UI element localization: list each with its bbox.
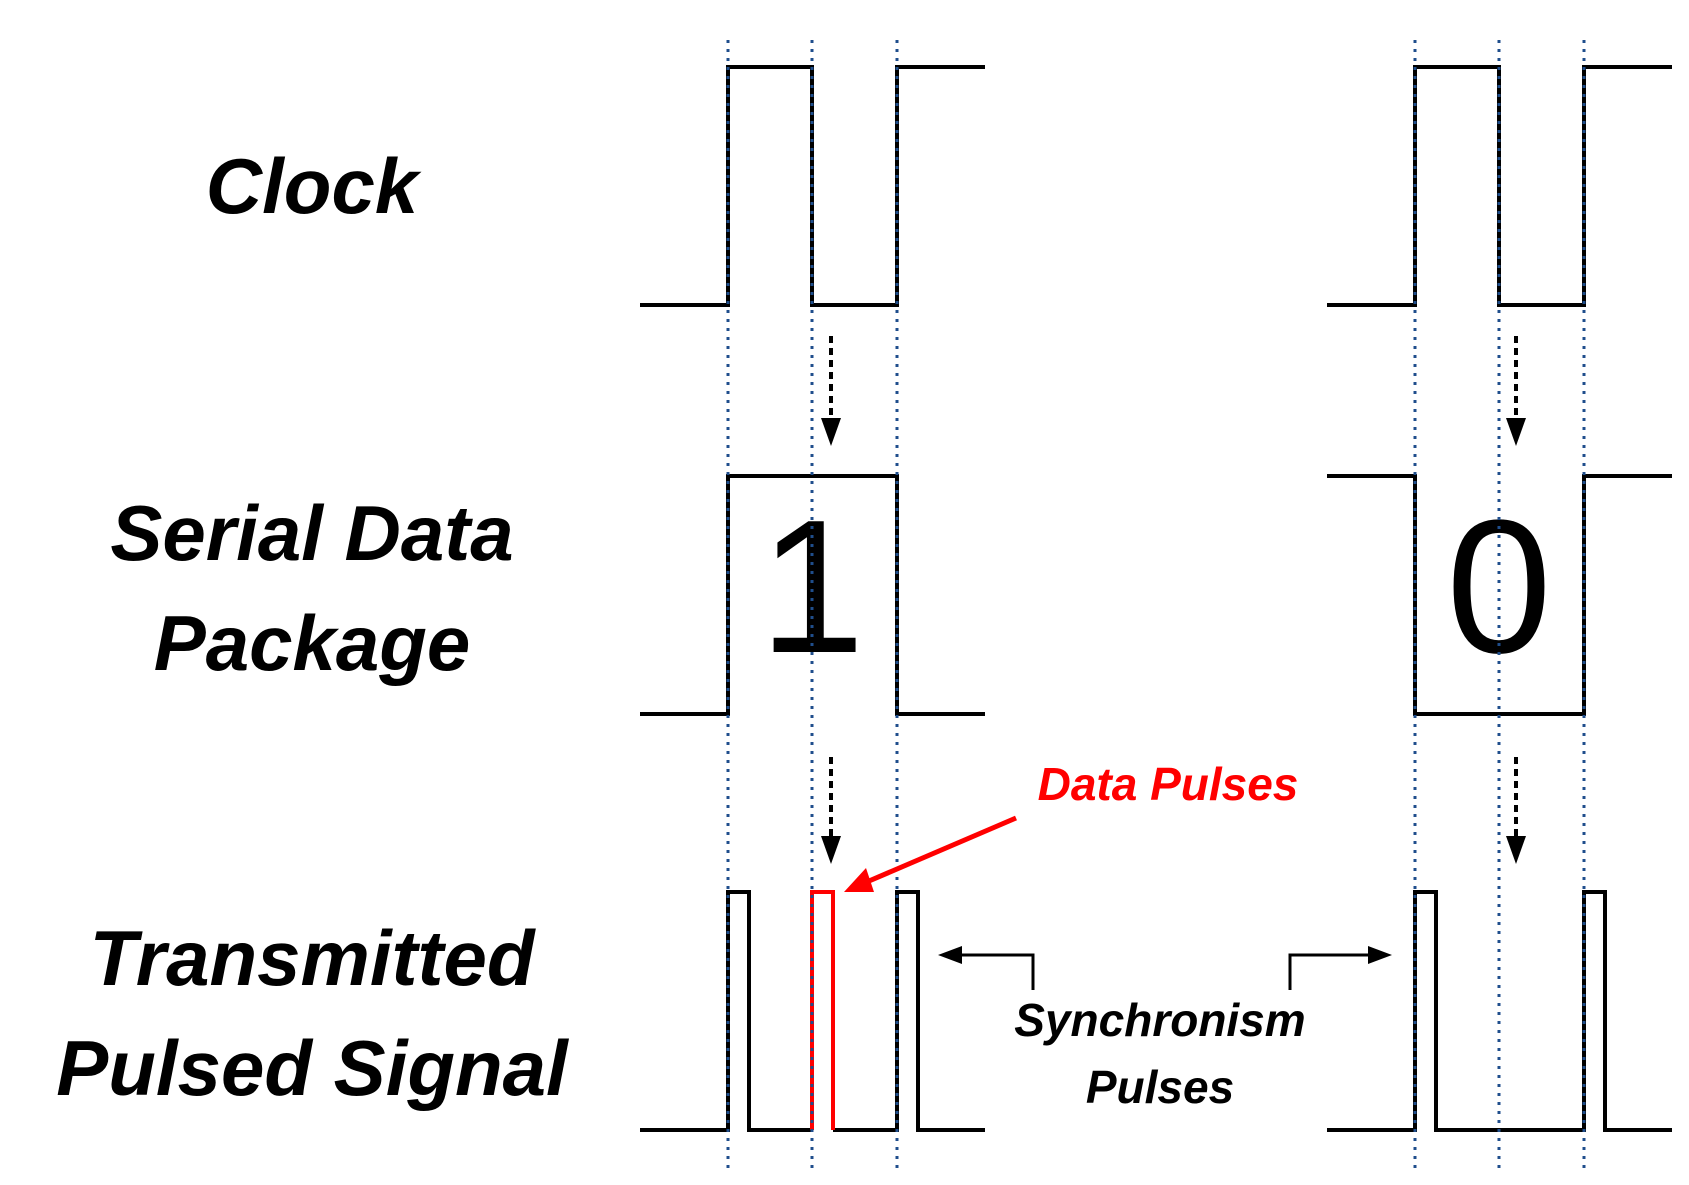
sync-arrow-right: [1288, 953, 1372, 990]
sync-arrow-left: [958, 953, 1035, 990]
flow-arrow-head: [821, 836, 841, 864]
data-pulses-arrowhead: [844, 868, 874, 892]
flow-arrow-head: [1506, 418, 1526, 446]
transmitted-label-line2: Pulsed Signal: [56, 1024, 569, 1112]
data-pulses-label: Data Pulses: [1038, 758, 1299, 810]
flow-arrows: [821, 336, 1526, 864]
transmitted-waveform-right: [1327, 890, 1672, 1132]
flow-arrow-head: [821, 418, 841, 446]
serial-data-waveform-right: [1327, 474, 1672, 716]
transmitted-label-line1: Transmitted: [90, 914, 536, 1002]
clock-label: Clock: [206, 142, 422, 230]
transmitted-waveform-left: [640, 890, 985, 1132]
sync-pulses-label-line2: Pulses: [1086, 1061, 1234, 1113]
serial-data-waveform-left: [640, 474, 985, 716]
data-pulses-arrow: [861, 815, 1017, 887]
serial-data-label-line1: Serial Data: [110, 489, 513, 577]
sync-pulses-label-line1: Synchronism: [1014, 994, 1305, 1046]
sync-arrow-left-head: [938, 946, 962, 964]
sync-arrow-right-head: [1368, 946, 1392, 964]
serial-data-label-line2: Package: [154, 599, 471, 687]
flow-arrow-head: [1506, 836, 1526, 864]
data-pulse: [810, 890, 835, 1130]
bit-value-left: 1: [759, 481, 865, 693]
bit-value-right: 0: [1446, 481, 1552, 693]
